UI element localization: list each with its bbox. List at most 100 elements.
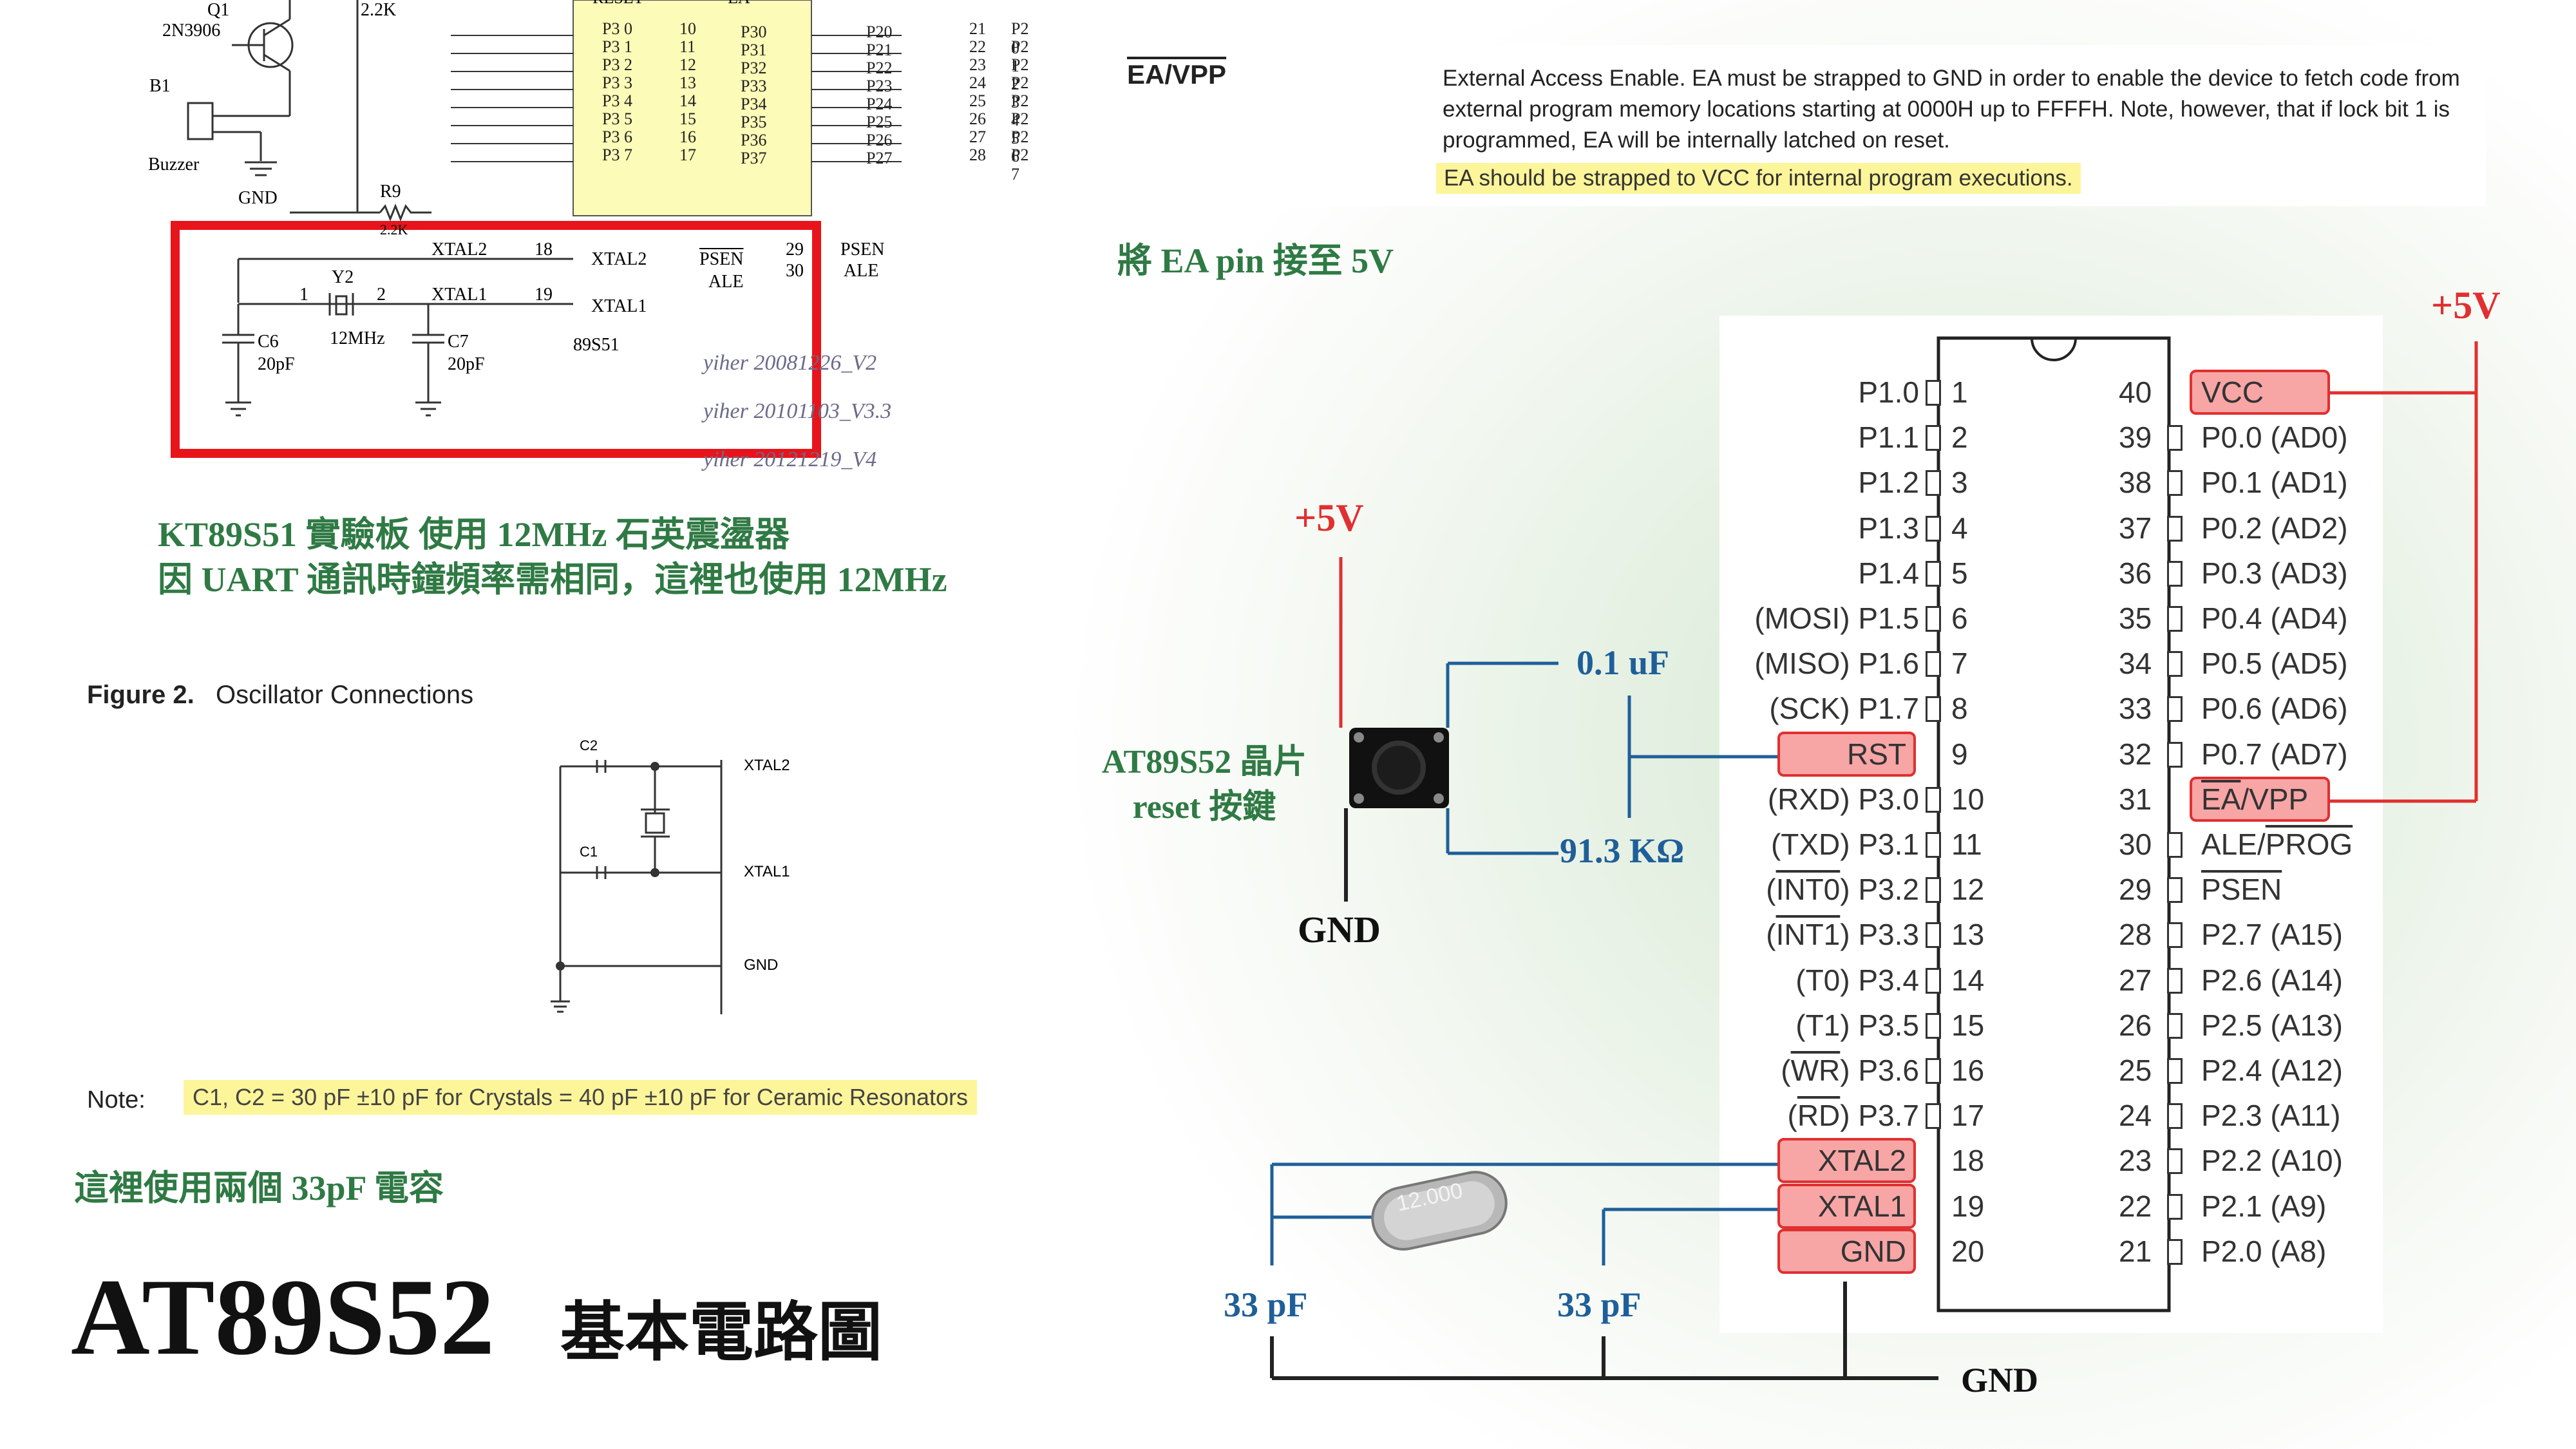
kt-version-2: yiher 20101103_V3.3 [703, 399, 892, 423]
pin-highlight-left [1777, 731, 1916, 777]
kt-schematic-wires [171, 0, 902, 458]
pin-number-right: 26 [2119, 1008, 2152, 1042]
pin-number-right: 30 [2119, 828, 2152, 861]
pin-number-left: 3 [1951, 466, 1968, 500]
pin-number-left: 1 [1951, 375, 1968, 409]
kt-right-pin: P2 2 [1011, 55, 1029, 93]
pin-number-right: 21 [2119, 1234, 2152, 1268]
pin-number-left: 7 [1951, 647, 1968, 681]
kt-right-pin: P2 0 [1011, 19, 1029, 57]
kt-left-pin: P3 6 [602, 128, 632, 146]
kt-gnd: GND [238, 188, 278, 208]
plus5v-reset: +5V [1294, 497, 1364, 539]
pin-label-left: (INT0) P3.2 [1766, 873, 1919, 907]
pin-highlight-left [1777, 1228, 1916, 1274]
kt-ale-net: ALE [844, 261, 879, 281]
kt-left-pin: P3 2 [602, 55, 632, 74]
gnd-button: GND [1298, 909, 1381, 951]
figure2-title: Figure 2. [87, 681, 194, 709]
kt-b1: B1 [149, 76, 171, 96]
ea-panel-desc: External Access Enable. EA must be strap… [1443, 66, 2460, 153]
kt-xtal1-num: 19 [535, 285, 553, 305]
kt-right-pin: P2 1 [1011, 37, 1029, 75]
kt-c7: C7 [448, 332, 469, 352]
pin-square-right [2167, 515, 2183, 542]
pin-number-left: 14 [1951, 963, 1985, 997]
kt-right-num: 22 [969, 37, 986, 56]
kt-schematic: Q1 2N3906 2.2K B1 Buzzer GND R9 2.2K RES… [148, 0, 1028, 477]
pin-square-left [1926, 515, 1941, 542]
pin-label-right: P0.5 (AD5) [2201, 647, 2348, 681]
pin-number-left: 20 [1951, 1234, 1985, 1268]
pin-number-left: 18 [1951, 1144, 1985, 1178]
cap-note: 這裡使用兩個 33pF 電容 [74, 1169, 444, 1208]
kt-chip-right: P24 [866, 95, 893, 113]
kt-chip-left: P37 [741, 149, 767, 167]
kt-note-line1: KT89S51 實驗板 使用 12MHz 石英震盪器 [158, 515, 790, 554]
kt-psen-num: 29 [786, 240, 804, 260]
kt-right-num: 23 [969, 55, 986, 74]
pin-label-left: (SCK) P1.7 [1769, 692, 1919, 726]
kt-chip-right: P23 [866, 77, 893, 95]
pin-label-left: (MISO) P1.6 [1754, 647, 1919, 681]
kt-chip-left: P31 [741, 41, 767, 59]
kt-right-pin: P2 5 [1011, 109, 1029, 147]
pin-label-right: P0.6 (AD6) [2201, 692, 2348, 726]
ea-panel-highlight: EA should be strapped to VCC for interna… [1436, 163, 2081, 194]
kt-right-num: 26 [969, 109, 986, 128]
figure2-panel: Figure 2. Oscillator Connections C2 C1 X… [64, 667, 1056, 1137]
pin-label-left: (RD) P3.7 [1787, 1099, 1919, 1133]
kt-left-pin: P3 7 [602, 146, 632, 164]
kt-r9: R9 [380, 182, 401, 202]
kt-chip-left: P32 [741, 59, 767, 77]
pin-number-left: 19 [1951, 1189, 1985, 1223]
pin-number-left: 9 [1951, 737, 1968, 771]
pin-highlight-right [2190, 370, 2330, 415]
res-91k: 91.3 KΩ [1560, 831, 1685, 870]
pin-label-right: VCC [2201, 375, 2264, 409]
pin-square-left [1926, 560, 1941, 587]
kt-right-num: 27 [969, 128, 986, 146]
pin-number-right: 39 [2119, 421, 2152, 455]
pin-label-left: (TXD) P3.1 [1770, 828, 1919, 861]
figure2-circuit [551, 760, 723, 1014]
pin-label-left: XTAL2 [1817, 1144, 1906, 1178]
kt-y2: Y2 [332, 267, 354, 287]
pin-label-right: EA/VPP [2201, 782, 2309, 816]
pin-number-right: 24 [2119, 1099, 2152, 1133]
pin-label-right: P2.2 (A10) [2201, 1144, 2343, 1178]
pin-number-left: 5 [1951, 556, 1968, 590]
kt-chip-left: P30 [741, 23, 767, 41]
pin-square-left [1926, 967, 1941, 994]
kt-y2-freq: 12MHz [330, 328, 385, 348]
ea-note: 將 EA pin 接至 5V [1117, 242, 1394, 280]
kt-version-1: yiher 20081226_V2 [703, 351, 877, 375]
kt-right-pin: P2 6 [1011, 128, 1029, 166]
kt-chip-left: P35 [741, 113, 767, 131]
pin-number-right: 38 [2119, 466, 2152, 500]
figure2-note-label: Note: [87, 1086, 146, 1113]
kt-left-num: 11 [679, 37, 696, 56]
kt-chip-name: 89S51 [573, 335, 620, 355]
kt-chip-left: P34 [741, 95, 767, 113]
pin-label-left: P1.3 [1858, 511, 1919, 545]
pin-number-left: 15 [1951, 1008, 1985, 1042]
pin-square-right [2167, 470, 2183, 497]
pin-square-right [2167, 1103, 2183, 1130]
pin-number-right: 29 [2119, 873, 2152, 907]
pin-label-right: P0.1 (AD1) [2201, 466, 2348, 500]
pin-square-right [2167, 832, 2183, 858]
kt-right-pin: P2 3 [1011, 73, 1029, 111]
pin-square-right [2167, 696, 2183, 723]
pin-label-left: (INT1) P3.3 [1766, 918, 1919, 952]
pin-number-right: 25 [2119, 1054, 2152, 1087]
kt-right-num: 24 [969, 73, 986, 92]
pin-label-left: RST [1847, 737, 1906, 771]
cap33-right: 33 pF [1557, 1285, 1642, 1324]
pin-square-left [1926, 1058, 1941, 1084]
pin-number-right: 23 [2119, 1144, 2152, 1178]
kt-chip-right: P26 [866, 131, 893, 149]
kt-right-num: 28 [969, 146, 986, 164]
pin-number-right: 40 [2119, 375, 2152, 409]
kt-y2-pin2: 2 [377, 285, 386, 305]
